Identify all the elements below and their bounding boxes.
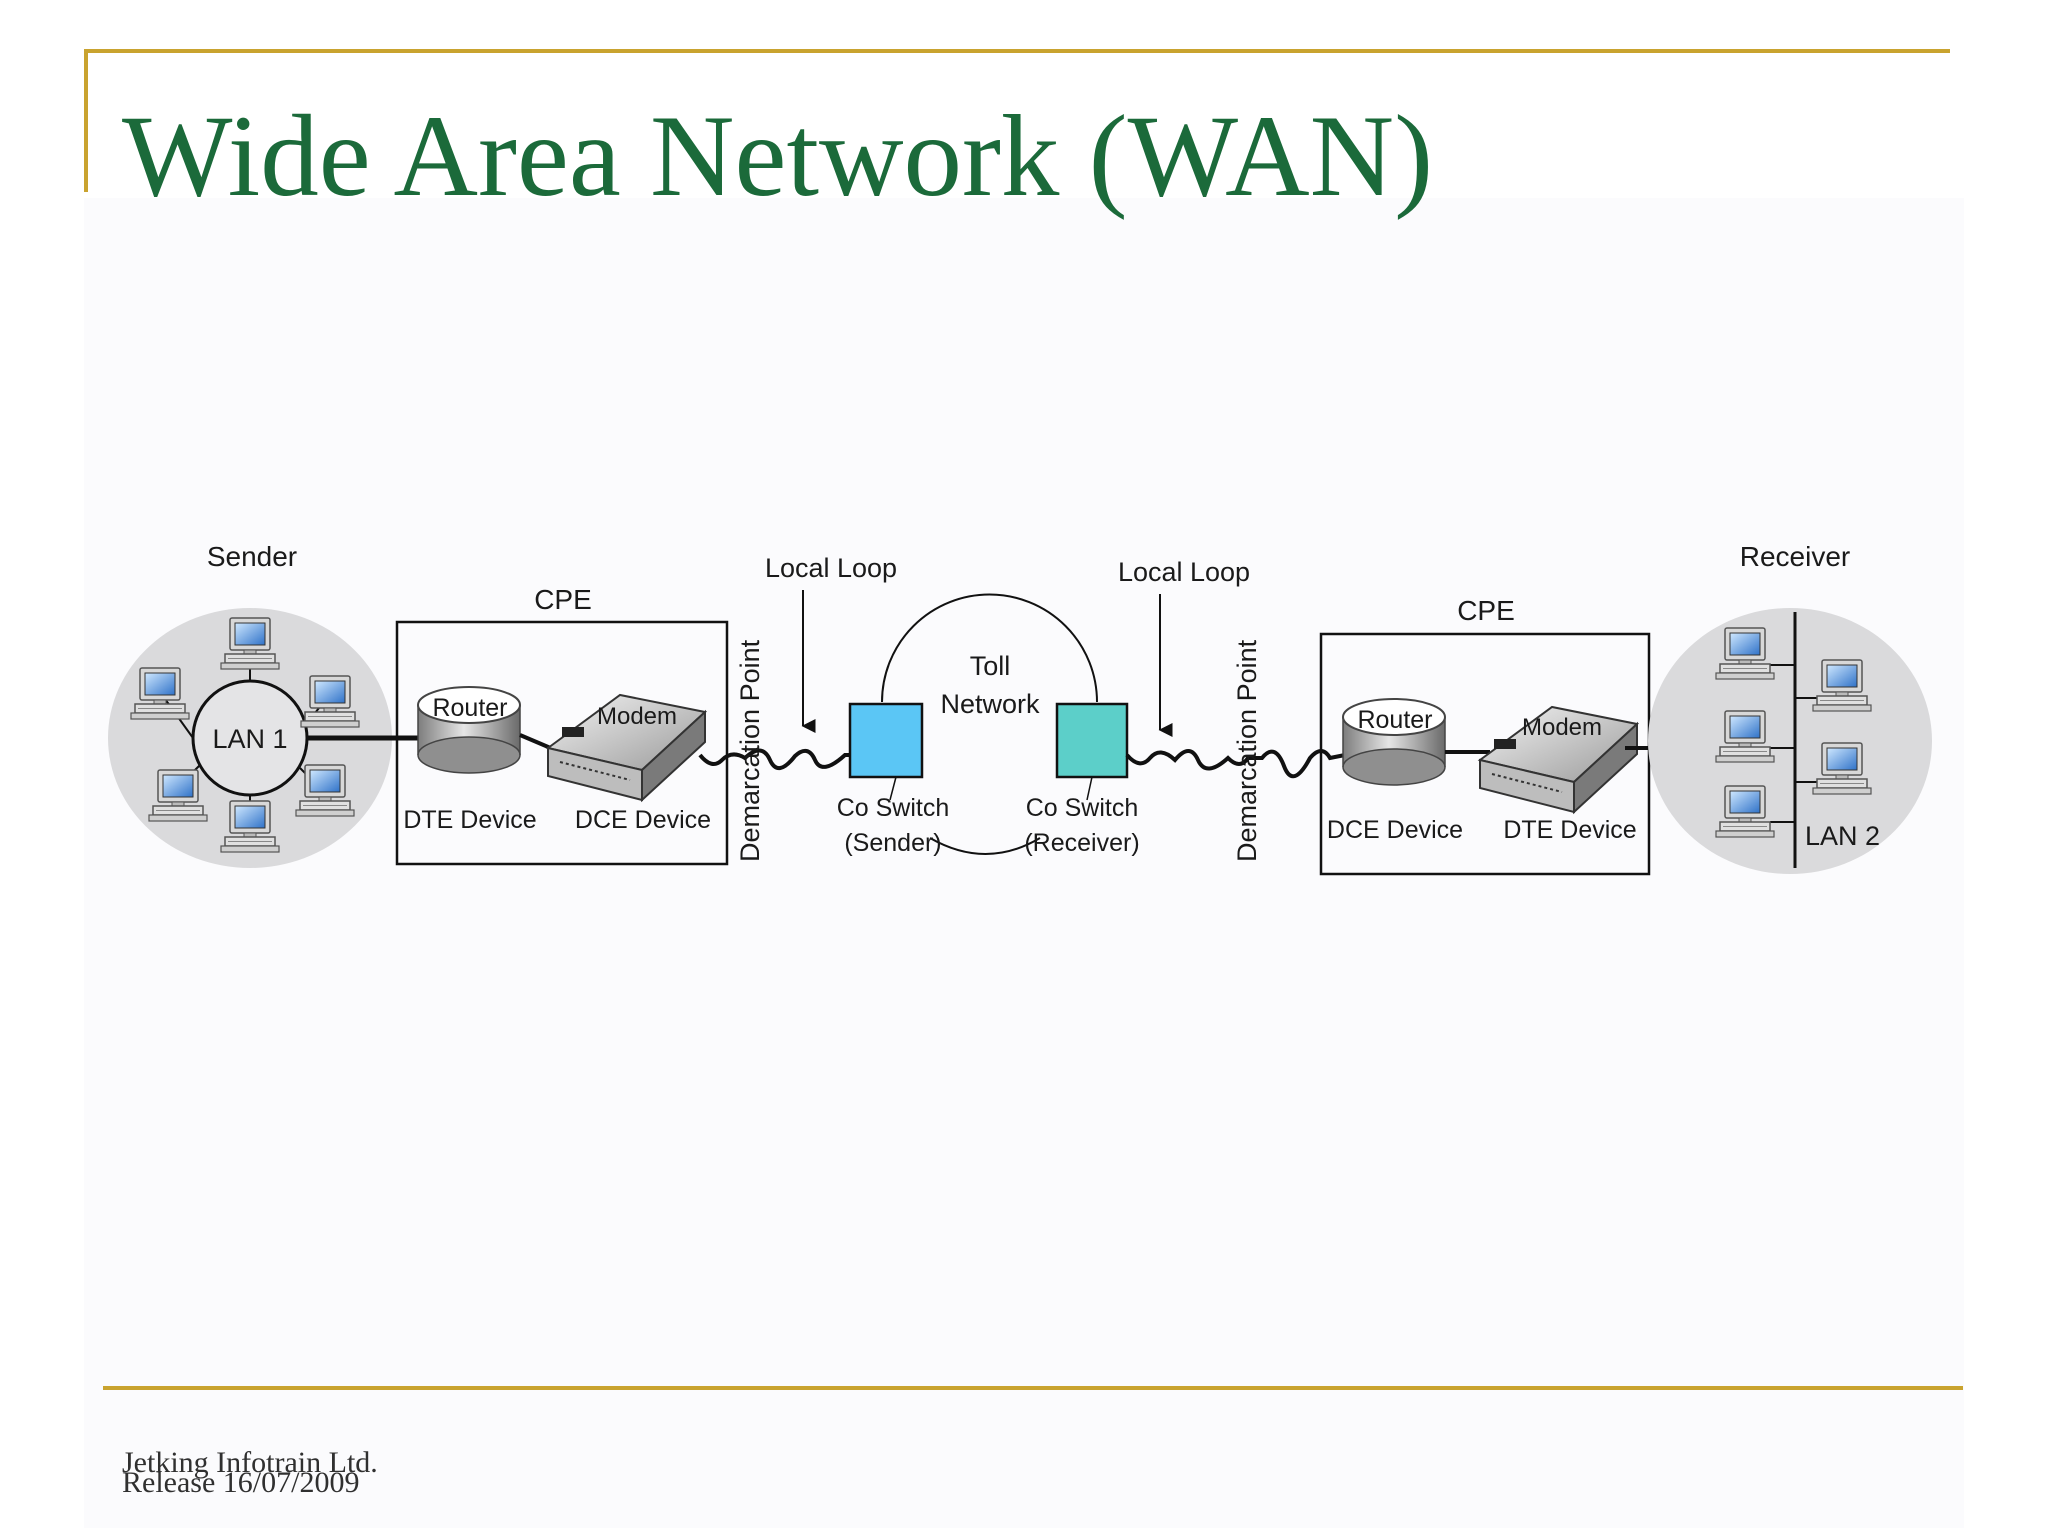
local-loop-right-line: [1125, 749, 1346, 779]
switch-sender-leader: [889, 776, 897, 801]
local-loop-right-label: Local Loop: [1118, 557, 1250, 587]
local-loop-left-label: Local Loop: [765, 553, 897, 583]
co-switch-sender-label-1: Co Switch: [837, 794, 950, 822]
computer-icon: [148, 769, 208, 822]
router-icon: [1342, 698, 1446, 786]
modem-left-label: Modem: [597, 703, 677, 730]
router-left-label: Router: [432, 694, 507, 722]
computer-icon: [295, 764, 355, 817]
computer-icon: [130, 667, 190, 720]
lan1-cloud: [108, 608, 392, 868]
co-switch-receiver: [1055, 702, 1129, 779]
computer-icon: [1812, 659, 1872, 712]
co-switch-sender: [848, 702, 924, 779]
sender-label: Sender: [207, 541, 297, 572]
toll-label-1: Toll: [970, 651, 1011, 681]
demarc-right-label: Demarcation Point: [1232, 639, 1262, 862]
cpe-right-label: CPE: [1457, 595, 1515, 626]
modem-right-label: Modem: [1522, 714, 1602, 741]
local-loop-left-line: [698, 748, 852, 770]
computer-icon: [1715, 627, 1775, 680]
left-rule: [84, 49, 88, 192]
toll-network-arc-bottom: [929, 837, 1041, 855]
dte-right-label: DTE Device: [1503, 816, 1636, 844]
co-switch-sender-label-2: (Sender): [844, 829, 941, 857]
receiver-label: Receiver: [1740, 541, 1850, 572]
switch-receiver-leader: [1086, 776, 1093, 801]
dce-left-label: DCE Device: [575, 806, 711, 834]
slide-title: Wide Area Network (WAN): [122, 92, 1434, 221]
computer-icon: [300, 675, 360, 728]
lan2-cloud: [1648, 608, 1932, 874]
cpe-left-box: [395, 620, 729, 866]
demarc-left-label: Demarcation Point: [735, 639, 765, 862]
computer-icon: [220, 800, 280, 853]
dce-right-label: DCE Device: [1327, 816, 1463, 844]
computer-icon: [1715, 785, 1775, 838]
footer-company: Jetking Infotrain Ltd.: [122, 1446, 378, 1479]
computer-icon: [1812, 742, 1872, 795]
cpe-left-label: CPE: [534, 584, 592, 615]
toll-label-2: Network: [940, 689, 1040, 719]
bottom-rule: [103, 1386, 1963, 1390]
lan2-label: LAN 2: [1805, 821, 1880, 851]
co-switch-receiver-label-2: (Receiver): [1024, 829, 1139, 857]
co-switch-receiver-label-1: Co Switch: [1026, 794, 1139, 822]
toll-network-arc-top: [881, 593, 1098, 703]
lan1-label: LAN 1: [212, 724, 287, 754]
computer-icon: [220, 617, 280, 670]
modem-icon: [1477, 705, 1640, 815]
modem-icon: [545, 693, 708, 803]
top-rule: [84, 49, 1950, 53]
dte-left-label: DTE Device: [403, 806, 536, 834]
footer-release: Release 16/07/2009: [122, 1466, 360, 1499]
router-icon: [417, 686, 521, 774]
computer-icon: [1715, 710, 1775, 763]
router-right-label: Router: [1357, 706, 1432, 734]
